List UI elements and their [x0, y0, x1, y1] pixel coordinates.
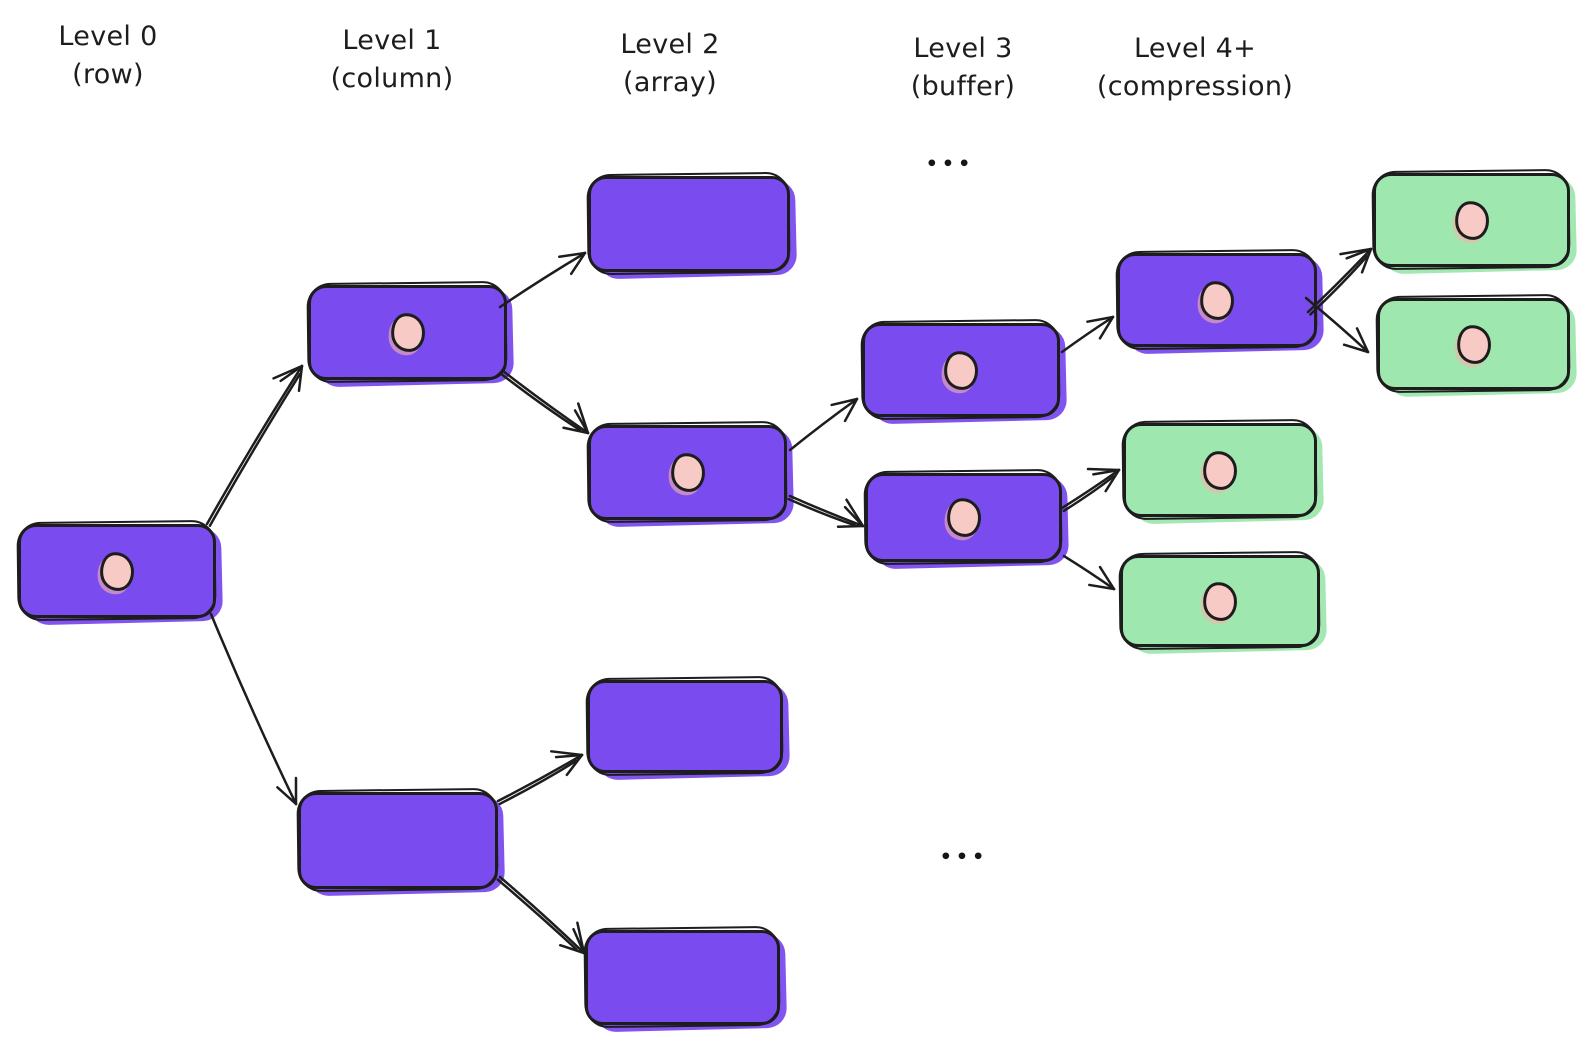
edge-column-bottom-to-array-bot-upper	[496, 750, 584, 806]
node-compression-green-2	[1377, 298, 1570, 390]
edge-column-top-to-array-top	[498, 251, 587, 309]
node-array-top	[588, 176, 790, 272]
node-array-middle	[588, 425, 787, 520]
node-row-root	[18, 524, 216, 618]
node-buffer-upper	[862, 323, 1060, 417]
edge-column-bottom-to-array-bot-lower	[496, 875, 586, 955]
edge-compression-to-green-1	[1306, 247, 1373, 316]
header-level-0: Level 0 (row)	[58, 21, 158, 91]
header-level-2: Level 2 (array)	[620, 29, 720, 99]
node-column-bottom	[298, 792, 498, 889]
edge-row-to-column-bottom	[209, 612, 298, 806]
edge-buffer-lower-to-green-4	[1062, 554, 1116, 591]
edge-buffer-upper-to-compression	[1060, 315, 1115, 354]
edge-row-to-column-top	[205, 364, 304, 528]
header-level-3: Level 3 (buffer)	[910, 33, 1016, 103]
node-column-top	[308, 285, 507, 380]
node-array-bottom-upper	[587, 680, 783, 773]
edge-array-middle-to-buffer-lower	[787, 494, 865, 529]
node-compression-purple	[1117, 253, 1317, 347]
node-compression-green-4	[1120, 555, 1320, 647]
edge-buffer-lower-to-green-3	[1060, 467, 1121, 513]
node-compression-green-1	[1373, 173, 1570, 267]
edge-column-top-to-array-middle	[499, 369, 590, 435]
header-level-1: Level 1 (column)	[330, 25, 454, 95]
node-buffer-lower	[865, 473, 1062, 562]
edge-compression-to-green-2	[1304, 296, 1370, 354]
edge-array-middle-to-buffer-upper	[788, 397, 859, 452]
ellipsis-bottom: •••	[939, 846, 989, 868]
node-array-bottom-lower	[585, 930, 780, 1025]
ellipsis-top: •••	[925, 153, 975, 175]
header-level-4: Level 4+ (compression)	[1096, 33, 1294, 103]
node-compression-green-3	[1123, 423, 1317, 517]
